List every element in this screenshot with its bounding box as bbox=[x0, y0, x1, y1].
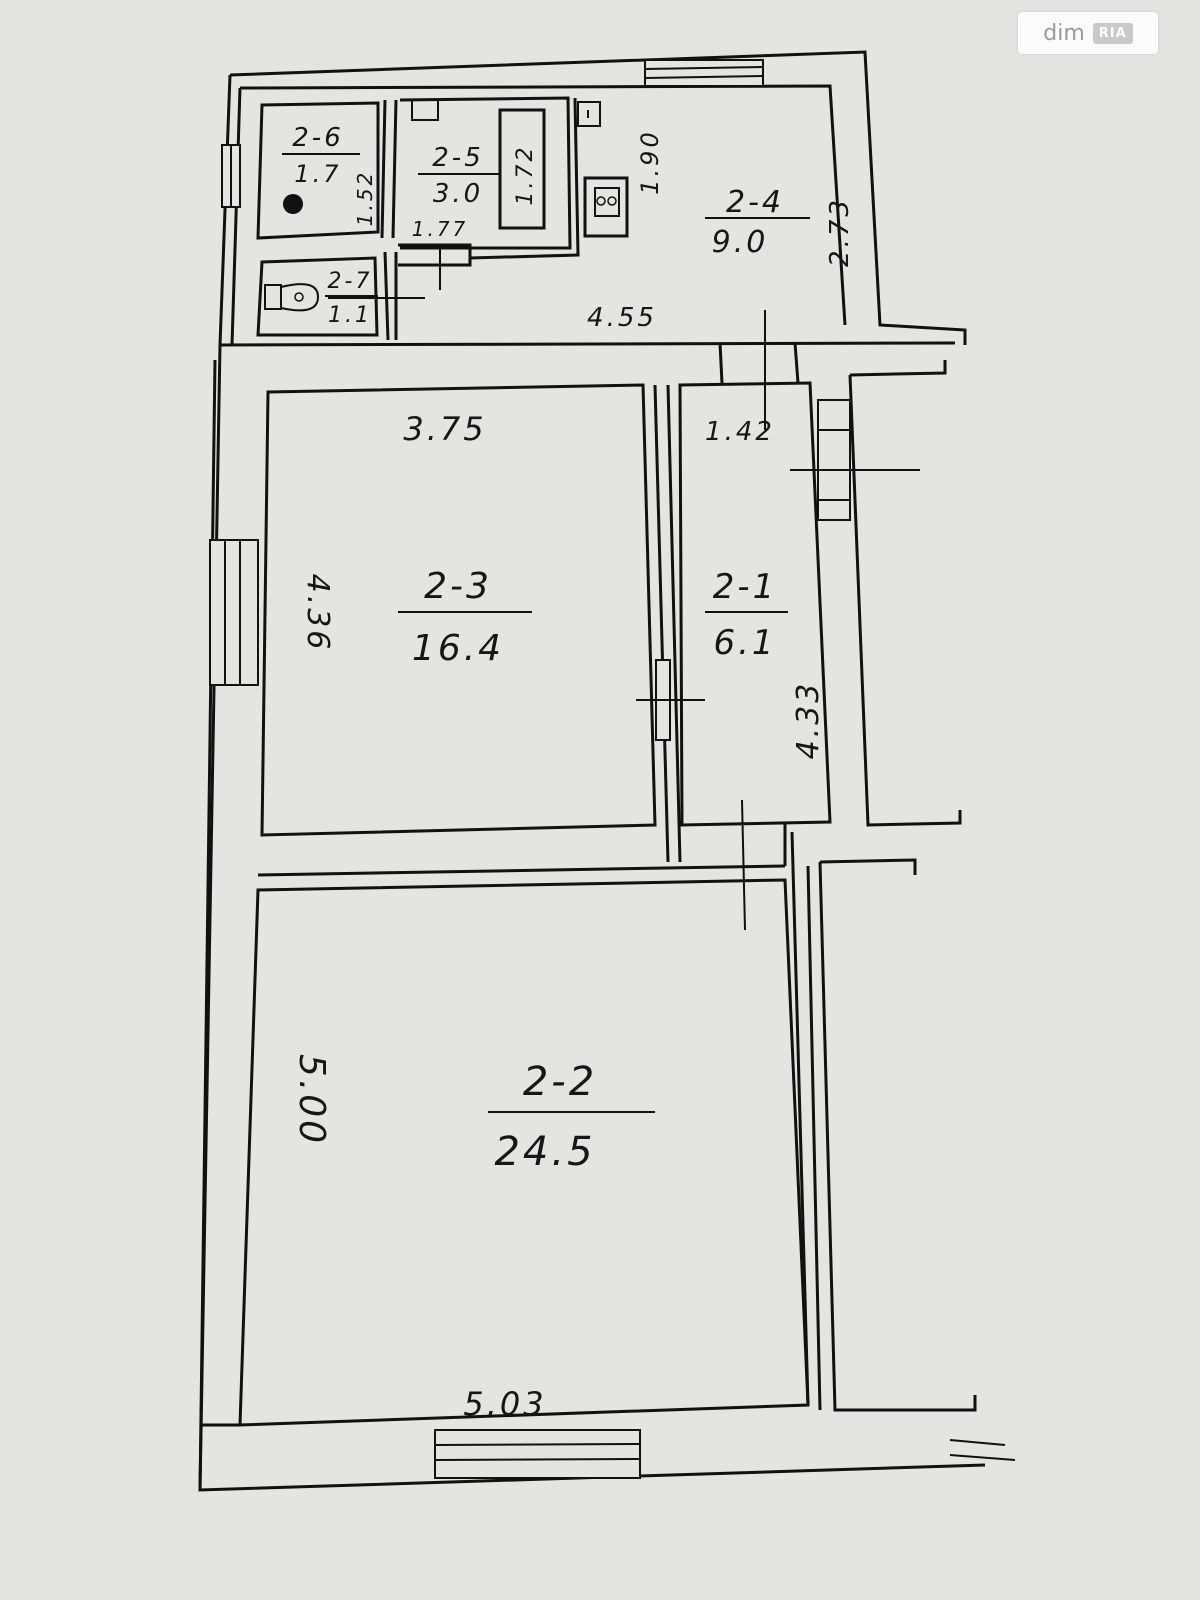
interior-walls bbox=[200, 96, 832, 1427]
room-2-4: 2-4 9.0 bbox=[705, 185, 810, 260]
room-area: 1.1 bbox=[328, 303, 372, 328]
room-area: 1.7 bbox=[294, 160, 341, 188]
dimension-label: 5.03 bbox=[463, 1385, 546, 1423]
window-left-middle bbox=[209, 539, 259, 686]
room-2-5-outline bbox=[399, 96, 572, 250]
watermark-badge: RIA bbox=[1092, 22, 1133, 44]
room-id: 2-4 bbox=[726, 185, 784, 220]
room-2-2: 2-2 24.5 bbox=[488, 1059, 655, 1175]
window-bottom bbox=[434, 1429, 641, 1479]
room-area: 6.1 bbox=[713, 623, 776, 663]
room-id: 2-7 bbox=[328, 269, 373, 294]
watermark-brand: dim bbox=[1043, 20, 1085, 46]
dimension-label: 2.73 bbox=[825, 197, 855, 267]
room-id: 2-3 bbox=[424, 566, 492, 607]
window-top bbox=[644, 59, 764, 87]
room-2-3: 2-3 16.4 bbox=[398, 566, 532, 669]
dimension-label: 4.55 bbox=[587, 303, 657, 333]
window-right-upper bbox=[817, 399, 851, 521]
dimension-label: 5.00 bbox=[291, 1054, 332, 1146]
room-2-7: 2-7 1.1 bbox=[325, 269, 378, 328]
room-area: 3.0 bbox=[433, 179, 483, 209]
room-id: 2-5 bbox=[432, 143, 483, 173]
room-area: 9.0 bbox=[712, 225, 769, 260]
watermark: dim RIA bbox=[1018, 12, 1158, 54]
dimension-label: 1.90 bbox=[636, 129, 664, 194]
room-2-1-outline bbox=[678, 381, 832, 827]
room-area: 16.4 bbox=[412, 628, 504, 669]
room-2-7-outline bbox=[256, 256, 379, 337]
room-2-6: 2-6 1.7 bbox=[282, 123, 360, 188]
dimension-label: 1.72 bbox=[513, 145, 538, 206]
dimension-label: 1.42 bbox=[705, 417, 775, 447]
room-2-3-outline bbox=[260, 383, 657, 837]
room-2-1: 2-1 6.1 bbox=[705, 567, 788, 663]
room-2-6-outline bbox=[256, 101, 380, 240]
dimension-label: 3.75 bbox=[403, 410, 486, 448]
dimension-label: 4.36 bbox=[300, 574, 335, 653]
door-markers bbox=[328, 245, 1016, 1461]
dimension-label: 1.77 bbox=[412, 217, 469, 241]
room-labels: 2-6 1.7 2-5 3.0 2-4 9.0 2-7 1.1 2-3 16.4… bbox=[282, 123, 810, 1175]
bathtub-icon bbox=[498, 108, 546, 230]
room-2-5: 2-5 3.0 bbox=[418, 143, 500, 209]
room-id: 2-6 bbox=[292, 123, 343, 153]
toilet-icon bbox=[264, 283, 320, 312]
dimension-labels: 1.52 1.72 1.77 1.90 2.73 4.55 3.75 1.42 … bbox=[291, 129, 855, 1423]
sink-icon bbox=[577, 101, 601, 127]
window-left-upper bbox=[221, 144, 241, 208]
dimension-label: 1.52 bbox=[353, 170, 377, 227]
boiler-icon bbox=[283, 194, 303, 214]
room-id: 2-1 bbox=[713, 567, 778, 607]
room-area: 24.5 bbox=[494, 1129, 595, 1175]
windows bbox=[209, 59, 851, 1479]
outer-walls bbox=[198, 50, 986, 1492]
dimension-label: 4.33 bbox=[791, 681, 826, 760]
stove-icon bbox=[583, 176, 629, 238]
room-id: 2-2 bbox=[523, 1059, 597, 1105]
